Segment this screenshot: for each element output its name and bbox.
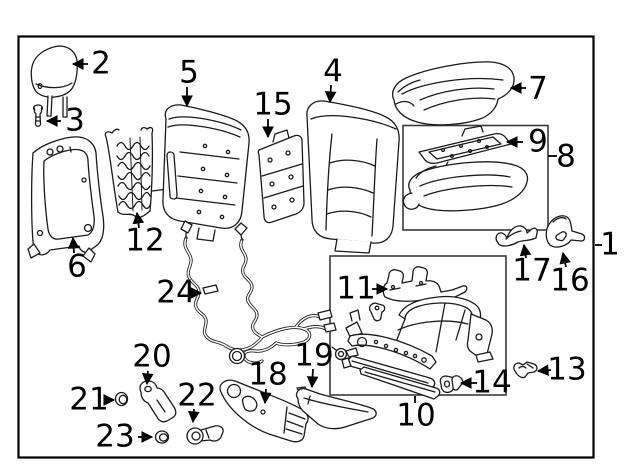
part-20-handle bbox=[139, 380, 177, 423]
callout-arrow-20 bbox=[141, 370, 154, 386]
part-15-heater-pad-back bbox=[257, 129, 305, 224]
callout-arrow-16 bbox=[559, 251, 571, 268]
part-6-seat-back-frame bbox=[27, 136, 105, 263]
callout-arrows bbox=[45, 58, 602, 443]
part-7-seat-cushion-cover bbox=[391, 61, 515, 126]
callout-arrow-12 bbox=[132, 211, 145, 229]
callout-arrow-6 bbox=[67, 236, 80, 254]
part-4-seat-back-cover bbox=[306, 100, 400, 254]
callout-arrow-13 bbox=[536, 364, 552, 377]
part-22-lever bbox=[186, 425, 224, 445]
part-19-side-rail bbox=[295, 386, 377, 430]
callout-arrow-4 bbox=[324, 84, 337, 104]
part-17-bracket bbox=[495, 225, 538, 247]
part-5-seat-back-pad bbox=[162, 104, 250, 242]
callout-arrow-22 bbox=[187, 408, 200, 424]
callout-arrow-17 bbox=[519, 243, 532, 259]
part-11-bracket bbox=[382, 266, 468, 302]
part-3-bolt bbox=[32, 104, 44, 127]
callout-arrow-18 bbox=[259, 388, 272, 405]
part-10-adjuster-frame bbox=[331, 295, 494, 400]
part-24-wire-harness bbox=[180, 220, 337, 365]
callout-arrow-19 bbox=[306, 368, 319, 389]
part-13-clip bbox=[513, 361, 538, 379]
part-8-group-box bbox=[402, 124, 549, 231]
part-16-bracket bbox=[545, 215, 586, 248]
part-14-clip bbox=[439, 375, 464, 394]
part-8-cushion-pad bbox=[402, 161, 529, 212]
part-23-cap bbox=[154, 430, 170, 444]
part-21-cap bbox=[114, 391, 129, 407]
part-18-side-bracket bbox=[219, 379, 309, 443]
diagram-border bbox=[17, 35, 595, 459]
